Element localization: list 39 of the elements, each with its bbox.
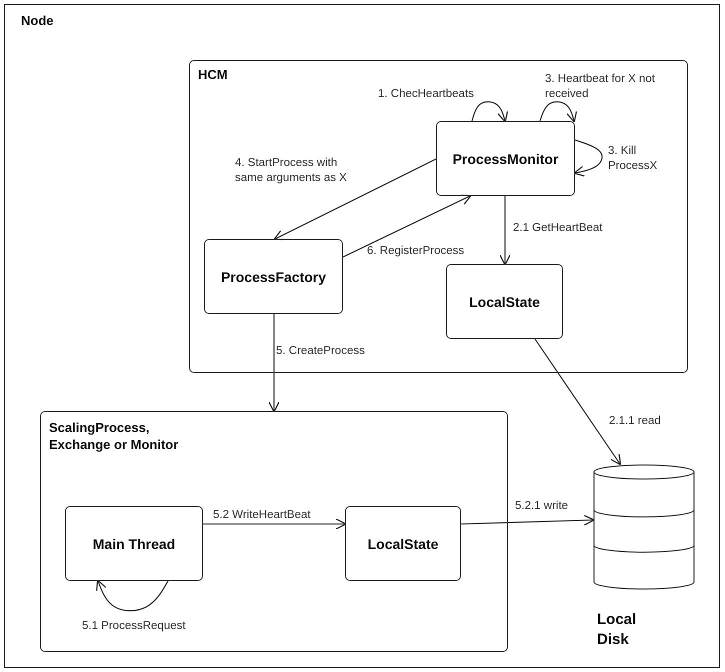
arrow bbox=[539, 101, 578, 123]
container-title: Node bbox=[21, 13, 54, 30]
process-box bbox=[65, 506, 203, 581]
edge-label: 4. StartProcess with same arguments as X bbox=[235, 156, 348, 186]
arrow bbox=[471, 101, 508, 123]
edge-label: 5.2.1 write bbox=[515, 499, 568, 514]
process-box bbox=[446, 264, 563, 339]
edge-label: 2.1 GetHeartBeat bbox=[513, 221, 602, 236]
arrow bbox=[274, 158, 436, 240]
arrow bbox=[499, 196, 511, 266]
container-title: ScalingProcess, Exchange or Monitor bbox=[49, 420, 180, 454]
edge-label: 5.2 WriteHeartBeat bbox=[213, 508, 311, 523]
arrow bbox=[203, 518, 347, 530]
arrow bbox=[96, 579, 168, 612]
edge-label: 3. Kill ProcessX bbox=[608, 144, 658, 174]
arrow bbox=[268, 314, 280, 413]
arrow bbox=[573, 139, 603, 177]
edge-label: 1. ChecHeartbeats bbox=[378, 87, 474, 102]
node-frame bbox=[4, 4, 720, 668]
process-name: ProcessFactory bbox=[220, 268, 328, 284]
edge-label: 5.1 ProcessRequest bbox=[82, 619, 186, 634]
process-box bbox=[345, 506, 461, 581]
process-name: LocalState bbox=[366, 536, 440, 552]
container-title: HCM bbox=[198, 67, 229, 84]
edge-label: 3. Heartbeat for X not received bbox=[545, 72, 655, 102]
arrow bbox=[534, 338, 622, 466]
component-box bbox=[189, 60, 688, 373]
process-name: ProcessMonitor bbox=[452, 150, 560, 166]
disk-label: Local Disk bbox=[597, 610, 637, 649]
component-box bbox=[40, 411, 508, 652]
process-box bbox=[204, 239, 343, 314]
edge-label: 5. CreateProcess bbox=[276, 344, 365, 359]
arrow bbox=[460, 514, 595, 526]
process-box bbox=[436, 121, 575, 196]
edge-label: 2.1.1 read bbox=[609, 414, 661, 429]
process-name: LocalState bbox=[468, 294, 541, 310]
process-name: Main Thread bbox=[92, 536, 176, 552]
edge-label: 6. RegisterProcess bbox=[367, 244, 464, 259]
arrow bbox=[342, 194, 472, 258]
